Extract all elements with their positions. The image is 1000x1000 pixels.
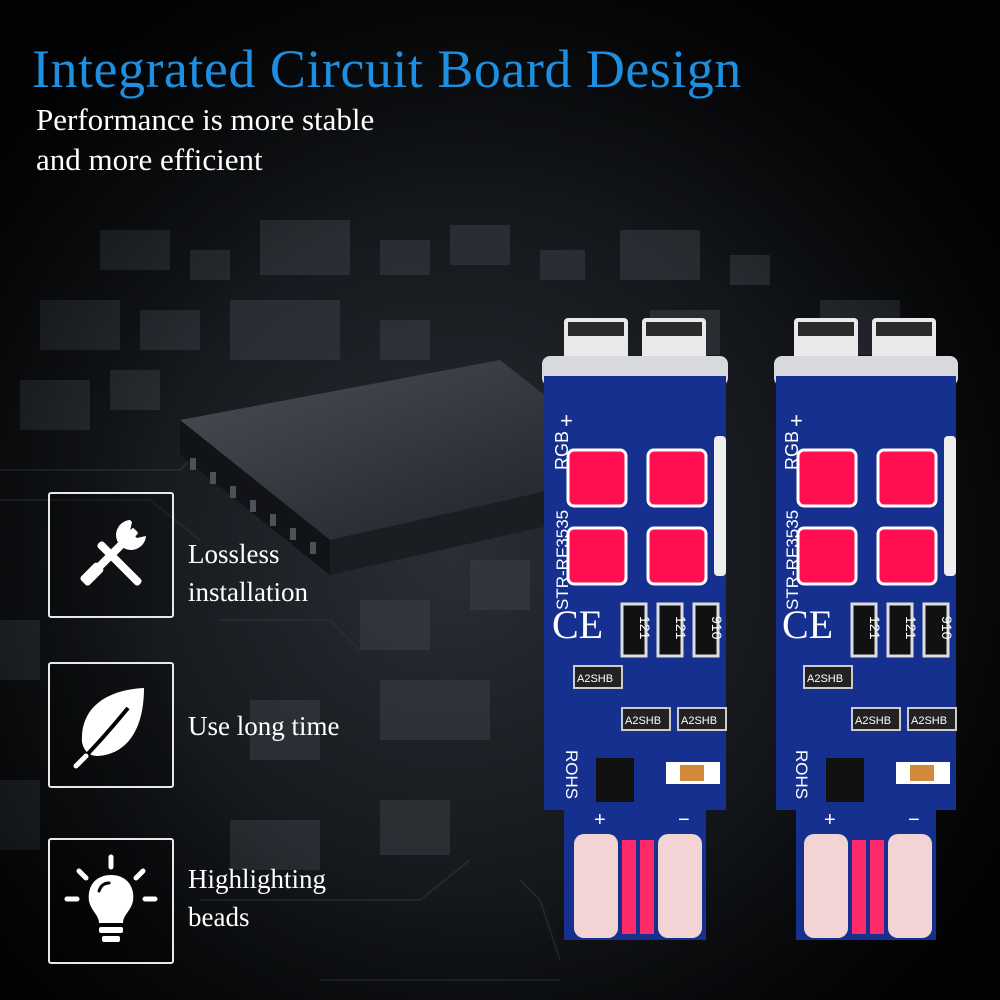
headline: Integrated Circuit Board Design [32, 39, 742, 99]
wrench-screwdriver-icon [80, 520, 146, 586]
pcb-plus-label: + [560, 408, 573, 433]
feature-bright-beads-line-1: Highlighting [188, 864, 327, 894]
pcb-ce-mark: CE [782, 602, 833, 647]
transistor-label: A2SHB [625, 715, 661, 727]
pcb-plus-terminal-label: + [594, 809, 606, 831]
resistor-label-2: 121 [673, 616, 689, 640]
subheadline: Performance is more stable and more effi… [36, 100, 374, 180]
rgb-led-bead [796, 526, 858, 586]
pcb-rohs-label: ROHS [562, 750, 581, 799]
pcb-ce-mark: CE [552, 602, 603, 647]
transistor-label: A2SHB [577, 673, 613, 685]
pcb-plus-terminal-label: + [824, 809, 836, 831]
feature-long-life-text: Use long time [188, 707, 339, 745]
rgb-led-bead [646, 448, 708, 508]
transistor-label: A2SHB [807, 673, 843, 685]
feature-long-life-box [48, 662, 174, 788]
transistor-label: A2SHB [855, 715, 891, 727]
resistor-label-3: 910 [939, 616, 955, 640]
rgb-led-bead [876, 526, 938, 586]
transistor-label: A2SHB [911, 715, 947, 727]
rgb-led-bead [566, 526, 628, 586]
feature-installation-line-1: Lossless [188, 539, 280, 569]
feature-bright-beads-text: Highlighting beads [188, 860, 326, 936]
subheadline-line-1: Performance is more stable [36, 102, 375, 137]
feature-long-life-line-1: Use long time [188, 711, 340, 741]
resistor-label-1: 121 [867, 616, 883, 640]
pcb-board [544, 376, 726, 940]
leaf-icon [73, 688, 144, 769]
feature-installation-text: Lossless installation [188, 535, 308, 611]
rgb-led-bead [566, 448, 628, 508]
lightbulb-icon [64, 854, 158, 942]
resistor-label-1: 121 [637, 616, 653, 640]
pcb-plus-label: + [790, 408, 803, 433]
pcb-minus-terminal-label: − [908, 809, 920, 831]
resistor-label-3: 910 [709, 616, 725, 640]
pcb-minus-terminal-label: − [678, 809, 690, 831]
pcb-board [776, 376, 956, 940]
rgb-led-bead [646, 526, 708, 586]
pcb-rohs-label: ROHS [792, 750, 811, 799]
feature-bright-beads-box [48, 838, 174, 964]
feature-installation-box [48, 492, 174, 618]
resistor-label-2: 121 [903, 616, 919, 640]
transistor-label: A2SHB [681, 715, 717, 727]
rgb-led-bead [796, 448, 858, 508]
led-bulb-right: + RGB STR-RF3535 CE 121 121 910 A2SHB A2… [774, 318, 958, 940]
led-bulb-left: + RGB STR-RF3535 CE 121 121 910 A2SHB A2… [542, 318, 728, 940]
rgb-led-bead [876, 448, 938, 508]
subheadline-line-2: and more efficient [36, 142, 263, 177]
feature-installation-line-2: installation [188, 577, 308, 607]
feature-bright-beads-line-2: beads [188, 902, 250, 932]
